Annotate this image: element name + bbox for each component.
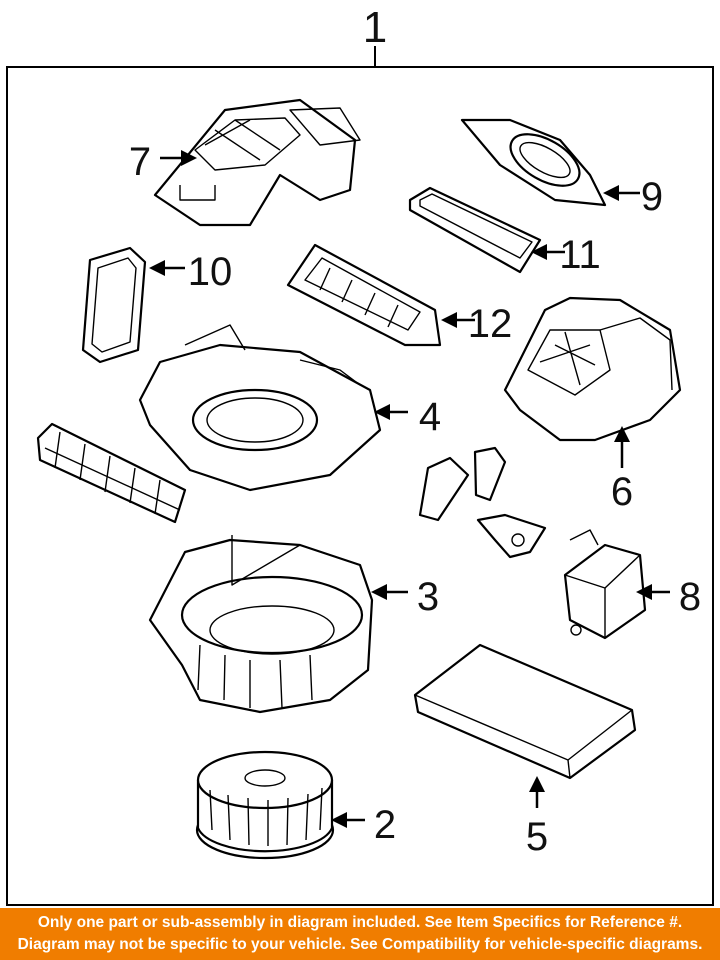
part-11-filter-frame	[408, 186, 542, 274]
part-grille	[36, 422, 187, 524]
part-5-cabin-air-filter	[413, 643, 637, 780]
arrow-8	[636, 584, 670, 600]
callout-12: 12	[468, 302, 513, 346]
part-7-duct-housing	[153, 98, 361, 227]
arrow-12	[441, 312, 475, 328]
callout-6: 6	[611, 470, 633, 514]
callout-10: 10	[188, 250, 233, 294]
arrow-5	[529, 776, 545, 808]
disclaimer-line-2: Diagram may not be specific to your vehi…	[17, 936, 703, 953]
part-8-control-module	[563, 529, 647, 640]
arrow-2	[331, 812, 365, 828]
part-3-blower-scroll-housing	[148, 535, 374, 714]
callout-7: 7	[129, 140, 151, 184]
part-10-gasket-seal	[81, 246, 147, 364]
callout-3: 3	[417, 575, 439, 619]
part-actuator-arms	[418, 446, 547, 559]
arrow-7	[160, 150, 197, 166]
arrow-6	[614, 426, 630, 468]
callout-5: 5	[526, 815, 548, 859]
part-12-cabin-filter-door	[286, 243, 442, 347]
part-4-blower-case	[138, 324, 382, 492]
part-9-air-duct	[460, 118, 607, 207]
callout-11: 11	[559, 233, 601, 277]
disclaimer-line-1: Only one part or sub-assembly in diagram…	[37, 914, 683, 931]
disclaimer-banner: Only one part or sub-assembly in diagram…	[0, 908, 720, 960]
assembly-frame	[6, 66, 714, 906]
arrow-11	[531, 244, 565, 260]
part-6-air-inlet-housing	[503, 296, 682, 442]
callout-1: 1	[363, 3, 387, 52]
arrow-10	[149, 260, 185, 276]
callout-9: 9	[641, 175, 663, 219]
arrow-3	[371, 584, 408, 600]
arrow-9	[603, 185, 640, 201]
callout-2: 2	[374, 803, 396, 847]
callout-4: 4	[419, 395, 441, 439]
parts-diagram: 1 7 9 11 10	[6, 3, 714, 906]
part-2-blower-motor	[195, 750, 335, 860]
callout-8: 8	[679, 575, 701, 619]
arrow-4	[374, 404, 408, 420]
